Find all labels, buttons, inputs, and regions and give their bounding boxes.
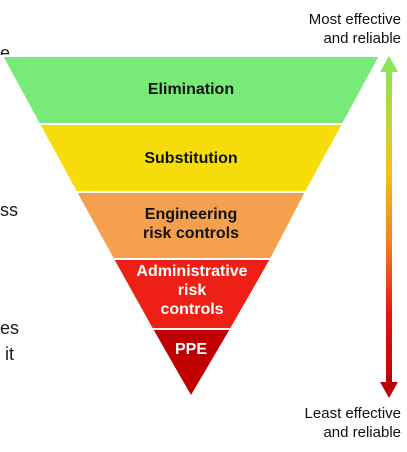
level-label-ppe: PPE xyxy=(174,341,207,358)
level-label-substitution: Substitution xyxy=(144,150,238,167)
scale-top-label: Most effective and reliable xyxy=(308,11,401,47)
clipped-text-fragment: e xyxy=(0,43,11,63)
effectiveness-scale-bar xyxy=(386,70,392,382)
clipped-text-fragment: ss xyxy=(0,200,18,220)
arrow-up-icon xyxy=(380,56,398,72)
arrow-down-icon xyxy=(380,382,398,398)
clipped-text-fragment: es xyxy=(0,318,20,338)
pyramid-level-ppe xyxy=(150,328,233,399)
clipped-text-fragment: it xyxy=(5,344,14,364)
level-label-engineering: Engineering risk controls xyxy=(142,206,240,242)
level-label-elimination: Elimination xyxy=(147,81,235,98)
level-label-administrative: Administrative risk controls xyxy=(136,263,248,318)
scale-bottom-label: Least effective and reliable xyxy=(304,405,401,441)
